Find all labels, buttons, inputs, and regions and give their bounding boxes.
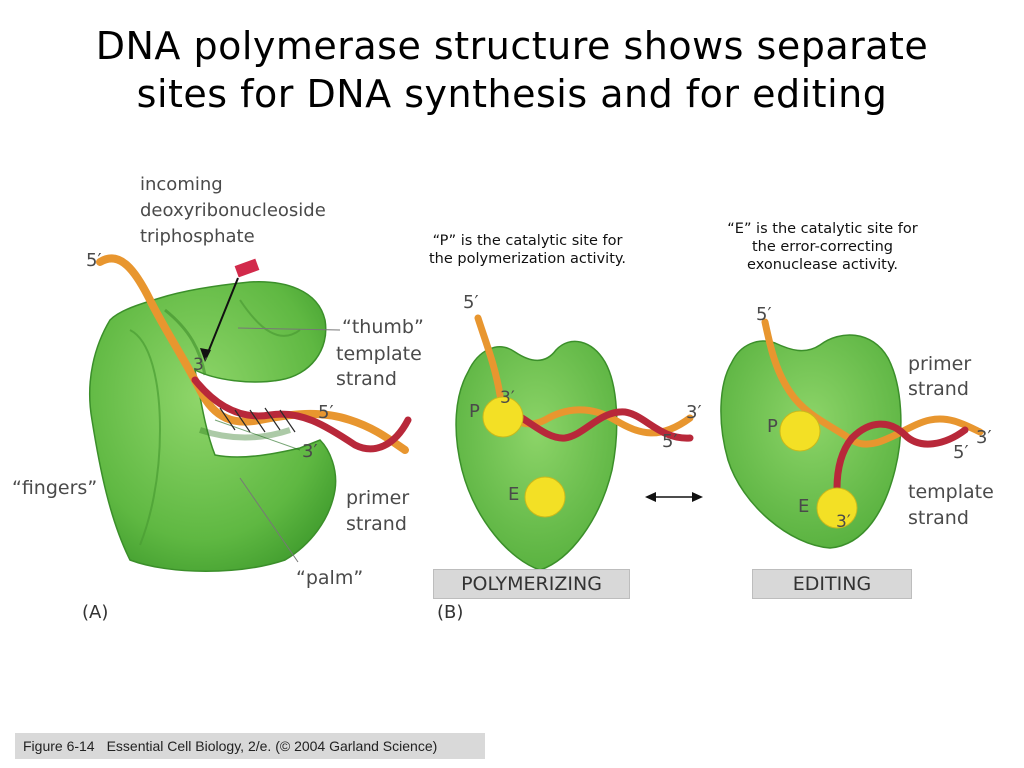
polymerase-body-b — [455, 340, 618, 571]
panel-b-dna — [474, 314, 694, 442]
slide-title: DNA polymerase structure shows separate … — [0, 22, 1024, 118]
incoming-label-2: deoxyribonucleoside — [140, 200, 326, 221]
double-arrow-icon — [645, 492, 703, 502]
title-line-2: sites for DNA synthesis and for editing — [136, 72, 888, 116]
panel-b-letter: (B) — [437, 602, 464, 623]
c-five-prime-top: 5′ — [756, 304, 772, 325]
c-three-prime-right: 3′ — [976, 427, 992, 448]
polymerase-body-a — [89, 281, 337, 572]
e-site-note-line-3: exonuclease activity. — [747, 257, 898, 273]
p-site-b — [482, 396, 524, 438]
e-site-b — [524, 476, 566, 518]
p-site-c — [779, 410, 821, 452]
p-site-note: “P” is the catalytic site for the polyme… — [405, 232, 650, 268]
e-site-note-line-2: the error-correcting — [751, 239, 893, 255]
b-five-prime-top: 5′ — [463, 292, 479, 313]
a-template-label-2: strand — [336, 368, 397, 390]
a-five-prime-right: 5′ — [318, 402, 334, 423]
figure-caption: Figure 6-14 Essential Cell Biology, 2/e. … — [15, 733, 485, 759]
palm-label: “palm” — [296, 567, 363, 589]
c-template-label-2: strand — [908, 507, 969, 529]
c-p-label: P — [767, 416, 778, 437]
a-primer-label-2: strand — [346, 513, 407, 535]
fingers-label: “fingers” — [12, 477, 97, 499]
panel-a-protein — [89, 281, 337, 572]
a-five-prime-top: 5′ — [86, 250, 102, 271]
c-template-label-1: template — [908, 481, 994, 503]
panel-a-letter: (A) — [82, 602, 109, 623]
a-template-label-1: template — [336, 343, 422, 365]
c-e-label: E — [798, 496, 809, 517]
b-e-label: E — [508, 484, 519, 505]
figure-number: Figure 6-14 — [23, 738, 95, 754]
p-site-note-line-2: the polymerization activity. — [429, 251, 626, 267]
e-site-c — [816, 487, 858, 529]
a-three-prime-right: 3′ — [302, 441, 318, 462]
incoming-nucleotide-icon — [234, 258, 260, 278]
incoming-arrow — [204, 277, 239, 361]
polymerizing-box: POLYMERIZING — [433, 569, 630, 599]
b-p-label: P — [469, 401, 480, 422]
title-line-1: DNA polymerase structure shows separate — [95, 24, 929, 68]
c-five-prime-right: 5′ — [953, 442, 969, 463]
b-three-prime-p: 3′ — [500, 388, 515, 408]
panel-c-dna — [761, 318, 984, 512]
b-three-prime-right: 3′ — [686, 402, 702, 423]
c-primer-label-1: primer — [908, 353, 971, 375]
thumb-label: “thumb” — [342, 316, 424, 338]
a-primer-label-1: primer — [346, 487, 409, 509]
c-primer-label-2: strand — [908, 378, 969, 400]
p-site-note-line-1: “P” is the catalytic site for — [432, 233, 623, 249]
c-three-prime-e: 3′ — [836, 512, 851, 532]
e-site-note-line-1: “E” is the catalytic site for — [727, 221, 918, 237]
incoming-label-3: triphosphate — [140, 226, 255, 247]
a-three-prime-inner: 3′ — [193, 355, 208, 375]
incoming-label-1: incoming — [140, 174, 223, 195]
editing-box: EDITING — [752, 569, 912, 599]
e-site-note: “E” is the catalytic site for the error-… — [690, 220, 955, 274]
figure-source: Essential Cell Biology, 2/e. (© 2004 Gar… — [106, 738, 438, 754]
panel-a-dna — [96, 254, 412, 454]
b-five-prime-right: 5′ — [662, 431, 678, 452]
